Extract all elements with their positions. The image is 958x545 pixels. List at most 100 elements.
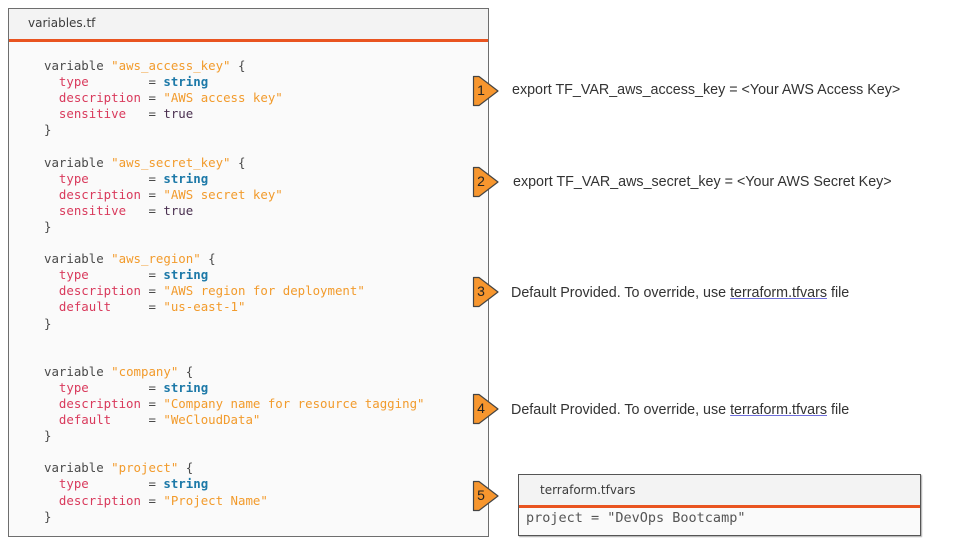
variables-tf-editor: variables.tf variable "aws_access_key" {… bbox=[8, 8, 489, 537]
annotation-prefix: Default Provided. To override, use bbox=[511, 285, 731, 301]
annotation-marker-1: 1 bbox=[472, 75, 502, 107]
attribute-key: description bbox=[58, 395, 141, 411]
variable-keyword: variable bbox=[44, 460, 104, 476]
marker-number: 3 bbox=[477, 283, 485, 299]
attribute-value: string bbox=[163, 379, 209, 395]
attribute-line: type = string bbox=[44, 74, 424, 90]
blank-line bbox=[44, 348, 424, 364]
attribute-value: string bbox=[163, 74, 209, 90]
annotation-text-4: Default Provided. To override, use terra… bbox=[511, 402, 849, 418]
attribute-key: description bbox=[58, 492, 141, 508]
open-brace: { bbox=[185, 363, 194, 379]
marker-number: 2 bbox=[477, 173, 485, 189]
attribute-key: type bbox=[58, 476, 89, 492]
attribute-line: type = string bbox=[44, 380, 424, 396]
variable-declaration: variable "company" { bbox=[44, 364, 424, 380]
attribute-line: description = "AWS region for deployment… bbox=[44, 283, 424, 299]
attribute-line: type = string bbox=[44, 267, 424, 283]
attribute-key: sensitive bbox=[58, 202, 127, 218]
attribute-value: true bbox=[163, 106, 194, 122]
attribute-line: default = "us-east-1" bbox=[44, 299, 424, 315]
attribute-key: type bbox=[58, 74, 89, 90]
variable-name: "company" bbox=[111, 363, 179, 379]
annotation-text-3: Default Provided. To override, use terra… bbox=[511, 285, 849, 301]
close-brace: } bbox=[44, 218, 52, 234]
blank-line bbox=[44, 444, 424, 460]
variable-declaration: variable "project" { bbox=[44, 460, 424, 476]
open-brace: { bbox=[237, 58, 246, 73]
code-block: variable "aws_access_key" { type = strin… bbox=[44, 58, 424, 525]
attribute-key: description bbox=[58, 90, 141, 106]
blank-line bbox=[44, 138, 424, 154]
annotation-suffix: file bbox=[827, 285, 850, 301]
variable-keyword: variable bbox=[44, 363, 104, 379]
variable-keyword: variable bbox=[44, 251, 104, 267]
equals-sign: = bbox=[148, 476, 156, 492]
annotation-marker-3: 3 bbox=[472, 276, 502, 308]
attribute-key: type bbox=[58, 267, 89, 283]
tfvars-tab-bar: terraform.tfvars bbox=[519, 475, 920, 508]
tfvars-link[interactable]: terraform.tfvars bbox=[730, 285, 827, 301]
tfvars-code-line: project = "DevOps Bootcamp" bbox=[526, 510, 746, 526]
attribute-key: type bbox=[58, 379, 89, 395]
marker-arrow-icon bbox=[472, 276, 499, 308]
attribute-key: description bbox=[58, 283, 141, 299]
attribute-line: description = "Company name for resource… bbox=[44, 395, 425, 412]
attribute-key: default bbox=[58, 299, 112, 315]
terraform-tfvars-editor: terraform.tfvars project = "DevOps Bootc… bbox=[518, 474, 921, 536]
equals-sign: = bbox=[148, 412, 156, 428]
closing-brace-line: } bbox=[44, 428, 424, 444]
annotation-text-1: export TF_VAR_aws_access_key = <Your AWS… bbox=[512, 82, 901, 98]
attribute-line: description = "Project Name" bbox=[44, 493, 424, 509]
open-brace: { bbox=[237, 154, 246, 170]
marker-arrow-icon bbox=[472, 166, 499, 198]
attribute-value: "AWS access key" bbox=[163, 90, 283, 106]
close-brace: } bbox=[44, 122, 52, 138]
equals-sign: = bbox=[148, 267, 156, 283]
annotation-prefix: Default Provided. To override, use bbox=[511, 402, 731, 418]
variable-declaration: variable "aws_region" { bbox=[44, 251, 424, 267]
attribute-value: "AWS secret key" bbox=[163, 186, 283, 202]
equals-sign: = bbox=[148, 299, 156, 315]
equals-sign: = bbox=[148, 283, 156, 299]
variable-declaration: variable "aws_access_key" { bbox=[44, 58, 424, 74]
equals-sign: = bbox=[148, 170, 156, 186]
close-brace: } bbox=[44, 315, 52, 331]
attribute-value: "us-east-1" bbox=[163, 299, 246, 315]
attribute-value: string bbox=[163, 476, 209, 492]
annotation-suffix: file bbox=[827, 402, 850, 418]
attribute-line: default = "WeCloudData" bbox=[44, 412, 424, 428]
closing-brace-line: } bbox=[44, 316, 424, 332]
attribute-value: "Project Name" bbox=[163, 492, 268, 508]
equals-sign: = bbox=[148, 106, 156, 122]
attribute-line: type = string bbox=[44, 476, 424, 492]
attribute-value: "Company name for resource tagging" bbox=[163, 395, 425, 411]
closing-brace-line: } bbox=[44, 122, 424, 138]
blank-line bbox=[44, 235, 424, 251]
equals-sign: = bbox=[148, 492, 156, 508]
variable-keyword: variable bbox=[44, 58, 104, 73]
close-brace: } bbox=[44, 508, 52, 524]
attribute-key: description bbox=[58, 186, 141, 202]
variable-declaration: variable "aws_secret_key" { bbox=[44, 155, 424, 171]
annotation-marker-2: 2 bbox=[472, 166, 502, 198]
open-brace: { bbox=[208, 251, 216, 267]
attribute-line: description = "AWS secret key" bbox=[44, 187, 424, 203]
equals-sign: = bbox=[148, 74, 156, 90]
annotation-marker-5: 5 bbox=[472, 480, 502, 512]
equals-sign: = bbox=[148, 395, 156, 411]
equals-sign: = bbox=[148, 202, 156, 218]
equals-sign: = bbox=[148, 186, 156, 202]
attribute-value: string bbox=[163, 170, 209, 186]
marker-number: 5 bbox=[477, 487, 485, 503]
variable-name: "project" bbox=[111, 460, 179, 476]
variable-name: "aws_access_key" bbox=[111, 58, 231, 73]
marker-arrow-icon bbox=[472, 75, 499, 107]
tfvars-link[interactable]: terraform.tfvars bbox=[730, 402, 827, 418]
attribute-value: true bbox=[163, 202, 194, 218]
marker-number: 4 bbox=[477, 400, 485, 416]
tfvars-filename: terraform.tfvars bbox=[540, 483, 636, 497]
editor-filename: variables.tf bbox=[28, 16, 96, 30]
open-brace: { bbox=[185, 460, 194, 476]
attribute-line: type = string bbox=[44, 171, 424, 187]
